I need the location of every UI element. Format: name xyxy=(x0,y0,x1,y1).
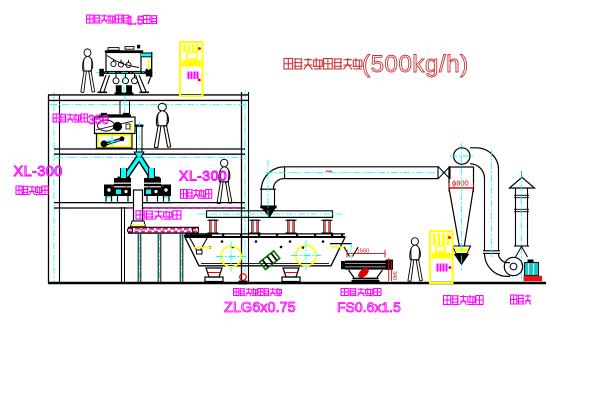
svg-text:XL-300: XL-300 xyxy=(14,164,63,180)
svg-text:1.5: 1.5 xyxy=(127,14,144,28)
svg-text:ZLG6x0.75: ZLG6x0.75 xyxy=(224,300,296,316)
svg-text:1500: 1500 xyxy=(357,249,370,255)
svg-text:FS0.6x1.5: FS0.6x1.5 xyxy=(337,299,401,315)
svg-text:ϕ800: ϕ800 xyxy=(452,179,469,188)
svg-text:XL-300: XL-300 xyxy=(179,168,227,184)
svg-text:350: 350 xyxy=(88,113,109,127)
svg-text:340: 340 xyxy=(391,271,397,280)
svg-text:(500kg/h): (500kg/h) xyxy=(362,51,469,78)
